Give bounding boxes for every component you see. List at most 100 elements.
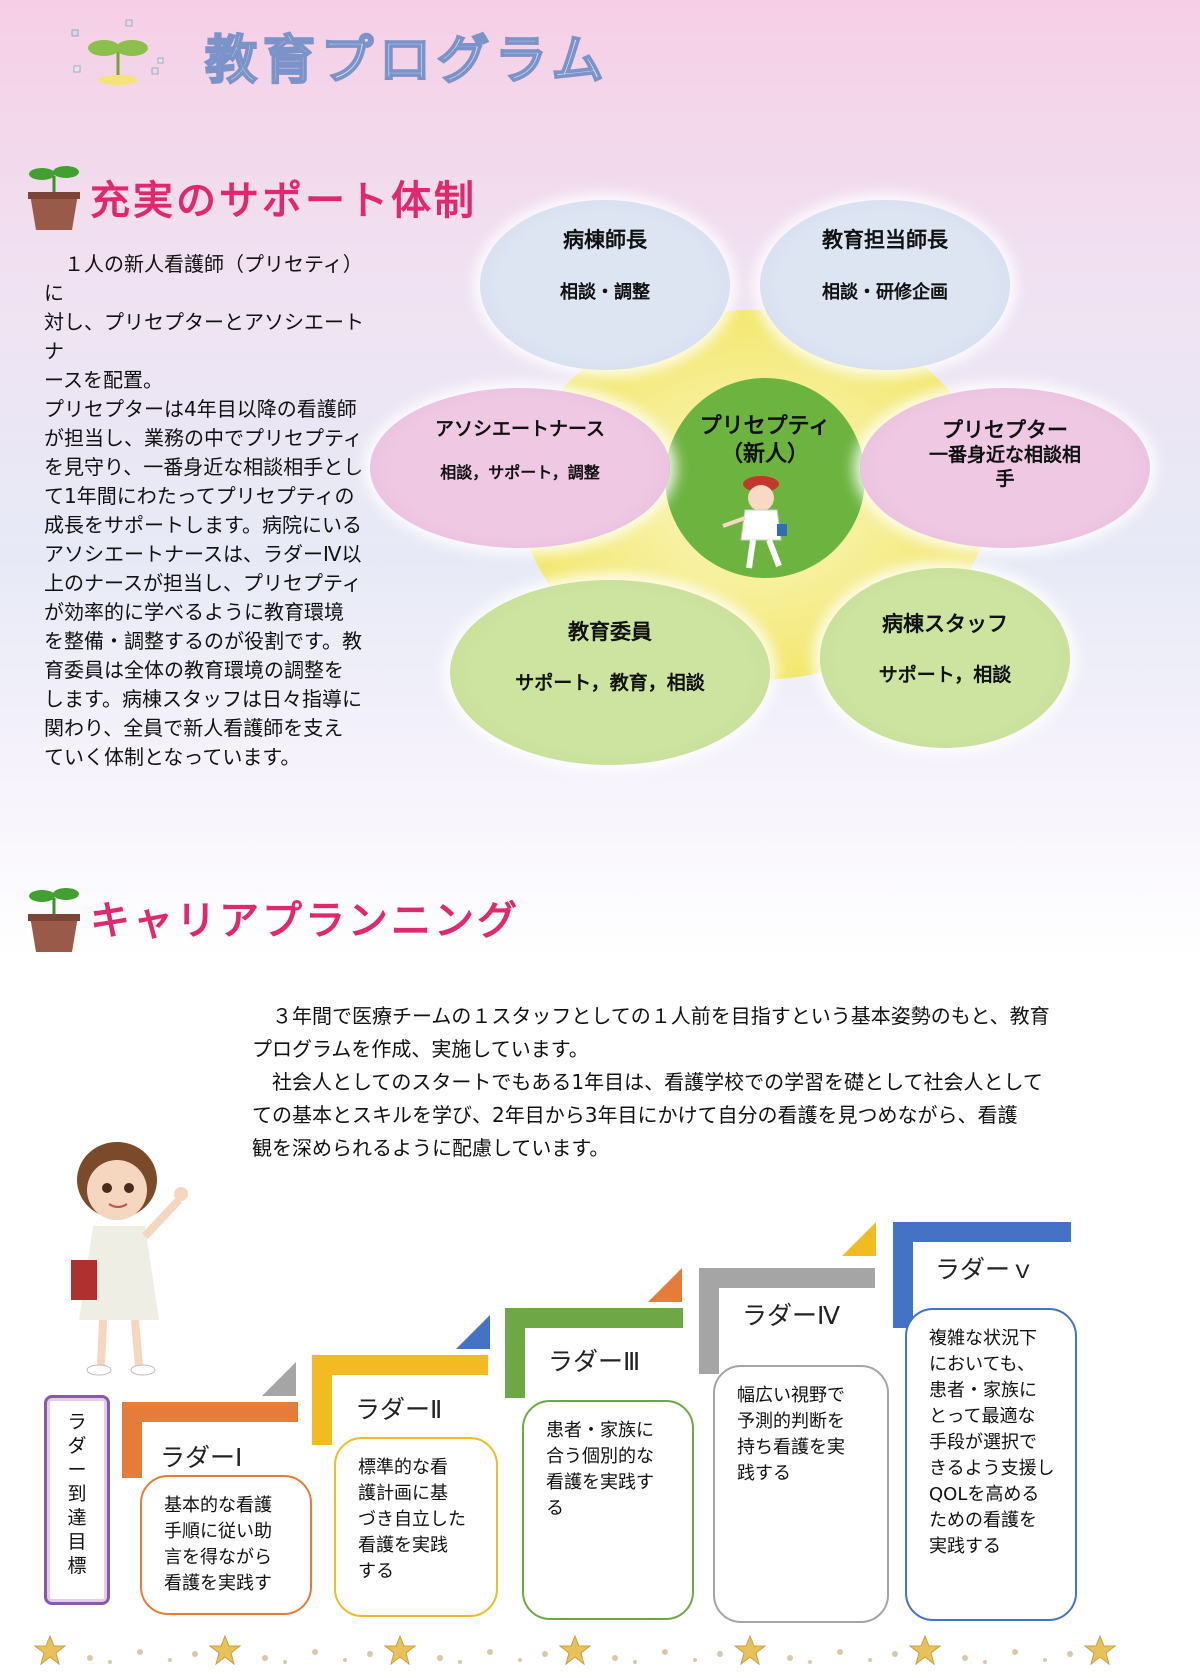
- ladder-4-line: 予測的判断を: [737, 1411, 845, 1432]
- support-diagram: プリセプティ （新人） 病棟師長 相談・調整 教育担当師長 相談・研修企画 アソ…: [370, 200, 1170, 790]
- center-bubble-preceptee: プリセプティ （新人）: [665, 378, 865, 578]
- ladder-2-box: 標準的な看 護計画に基 づき自立した 看護を実践 する: [334, 1437, 498, 1617]
- ladder-3-line: 合う個別的な: [546, 1446, 654, 1467]
- node-sub: 相談，サポート，調整: [440, 463, 600, 482]
- ladder-4-label: ラダーⅣ: [742, 1301, 841, 1330]
- ladder-5-line: においても、: [929, 1354, 1036, 1375]
- ladder-5-bar-left: [893, 1222, 913, 1328]
- node-preceptor: プリセプター 一番身近な相談相 手: [860, 388, 1150, 548]
- center-line1: プリセプティ: [699, 414, 831, 439]
- ladder-3-line: 看護を実践す: [546, 1472, 654, 1493]
- goal-label-text: ラ ダ ー 到 達 目 標: [47, 1410, 107, 1578]
- paragraph-line: を整備・調整するのが役割です。教: [44, 629, 362, 653]
- paragraph-line: 対し、プリセプターとアソシエートナ: [44, 310, 364, 363]
- ladder-1-label: ラダーⅠ: [160, 1443, 243, 1472]
- ladder-4-line: 践する: [737, 1463, 791, 1484]
- ladder-4-line: 幅広い視野で: [737, 1385, 845, 1406]
- ladder-1-bar-left: [122, 1402, 142, 1478]
- goal-char: 目: [67, 1531, 87, 1553]
- career-paragraph: ３年間で医療チームの１スタッフとしての１人前を目指すという基本姿勢のもと、教育 …: [252, 1000, 1092, 1165]
- ladder-1-line: 看護を実践す: [164, 1573, 272, 1594]
- node-sub: サポート，教育，相談: [515, 672, 705, 694]
- page-title: 教育プログラム: [204, 30, 610, 92]
- paragraph-line: ３年間で医療チームの１スタッフとしての１人前を目指すという基本姿勢のもと、教育: [252, 1004, 1050, 1028]
- ladder-4-line: 持ち看護を実: [737, 1437, 845, 1458]
- ladder-1-line: 手順に従い助: [164, 1521, 272, 1542]
- goal-char: 標: [67, 1555, 87, 1577]
- node-ward-staff: 病棟スタッフ サポート，相談: [820, 568, 1070, 748]
- paragraph-line: ての基本とスキルを学び、2年目から3年目にかけて自分の看護を見つめながら、看護: [252, 1103, 1018, 1127]
- ladder-3-label: ラダーⅢ: [548, 1347, 641, 1376]
- paragraph-line: プログラムを作成、実施しています。: [252, 1037, 589, 1061]
- ladder-5-label: ラダーｖ: [935, 1255, 1036, 1284]
- ladder-5-line: 実践する: [929, 1536, 1001, 1557]
- paragraph-line: 成長をサポートします。病院にいる: [44, 513, 362, 537]
- paragraph-line: プリセプターは4年目以降の看護師: [44, 397, 357, 421]
- ladder-2-bar-left: [312, 1355, 332, 1445]
- paragraph-line: １人の新人看護師（プリセティ）に: [44, 252, 363, 305]
- paragraph-line: 関わり、全員で新人看護師を支え: [44, 716, 344, 740]
- ladder-5-line: 手段が選択で: [929, 1432, 1037, 1453]
- node-education-committee: 教育委員 サポート，教育，相談: [450, 580, 770, 765]
- plant-pot-icon: [22, 158, 86, 234]
- ladder-5-line: ための看護を: [929, 1510, 1037, 1531]
- paragraph-line: アソシエートナースは、ラダーⅣ以: [44, 542, 362, 566]
- ladder-5-line: きるよう支援し: [929, 1458, 1055, 1479]
- paragraph-line: を見守り、一番身近な相談相手とし: [44, 455, 364, 479]
- ladder-5-line: 複雑な状況下: [929, 1328, 1037, 1349]
- goal-char: 達: [67, 1507, 87, 1529]
- node-sub: 相談・調整: [560, 282, 650, 303]
- nurse-figure-icon: [715, 474, 805, 574]
- goal-char: ダ: [67, 1435, 87, 1457]
- node-title: 病棟師長: [563, 228, 647, 252]
- node-title: 教育担当師長: [822, 228, 948, 252]
- ladder-goal-label: ラ ダ ー 到 達 目 標: [44, 1395, 110, 1605]
- paragraph-line: が効率的に学べるように教育環境: [44, 600, 344, 624]
- ladder-2-line: 護計画に基: [358, 1483, 448, 1504]
- goal-char: ラ: [67, 1411, 87, 1433]
- paragraph-line: 育委員は全体の教育環境の調整を: [44, 658, 344, 682]
- ladder-2-label: ラダーⅡ: [355, 1395, 443, 1424]
- node-sub: 相談・研修企画: [822, 282, 948, 303]
- ladder-3-bar-top: [505, 1308, 683, 1328]
- node-sub: 一番身近な相談相: [928, 444, 1081, 466]
- paragraph-line: ースを配置。: [44, 368, 163, 392]
- ladder-2-line: 標準的な看: [358, 1457, 448, 1478]
- support-heading: 充実のサポート体制: [90, 178, 477, 224]
- ladder-1-box: 基本的な看護 手順に従い助 言を得ながら 看護を実践す: [140, 1475, 312, 1615]
- node-sub-line2: 手: [995, 468, 1015, 490]
- ladder-1-bar-top: [122, 1402, 298, 1422]
- ladder-5-line: とって最適な: [929, 1406, 1036, 1427]
- sprout-logo: [68, 18, 168, 88]
- ladder-2-line: 看護を実践: [358, 1535, 448, 1556]
- node-education-head-nurse: 教育担当師長 相談・研修企画: [760, 200, 1010, 370]
- node-title: プリセプター: [942, 418, 1068, 442]
- ladder-5-bar-top: [893, 1222, 1071, 1242]
- support-paragraph: １人の新人看護師（プリセティ）に 対し、プリセプターとアソシエートナ ースを配置…: [44, 250, 374, 772]
- ladder-3-box: 患者・家族に 合う個別的な 看護を実践す る: [522, 1400, 694, 1620]
- node-title: アソシエートナース: [434, 418, 606, 440]
- ladder-4-triangle: [842, 1222, 876, 1256]
- node-ward-head-nurse: 病棟師長 相談・調整: [480, 200, 730, 370]
- ladder-3-bar-left: [505, 1308, 525, 1398]
- paragraph-line: します。病棟スタッフは日々指導に: [44, 687, 362, 711]
- ladder-3-line: 患者・家族に: [546, 1420, 654, 1441]
- ladder-4-bar-left: [699, 1268, 719, 1374]
- ladder-2-line: づき自立した: [358, 1509, 466, 1530]
- goal-char: ー: [67, 1459, 87, 1481]
- ladder-2-triangle: [456, 1315, 490, 1349]
- ladder-2-bar-top: [312, 1355, 488, 1375]
- ladder-3-line: る: [546, 1498, 564, 1519]
- paragraph-line: て1年間にわたってプリセプティの: [44, 484, 355, 508]
- nurse-doll-illustration: [55, 1140, 205, 1380]
- node-associate-nurse: アソシエートナース 相談，サポート，調整: [370, 388, 670, 548]
- node-sub: サポート，相談: [878, 664, 1012, 686]
- center-line2: （新人）: [720, 442, 809, 467]
- plant-pot-icon: [22, 880, 86, 956]
- star-border-decoration: [30, 1632, 1140, 1672]
- career-heading: キャリアプランニング: [90, 898, 520, 944]
- ladder-1-triangle: [262, 1362, 296, 1396]
- paragraph-line: 観を深められるように配慮しています。: [252, 1136, 610, 1160]
- ladder-5-line: QOLを高める: [929, 1484, 1040, 1505]
- node-title: 教育委員: [568, 620, 652, 644]
